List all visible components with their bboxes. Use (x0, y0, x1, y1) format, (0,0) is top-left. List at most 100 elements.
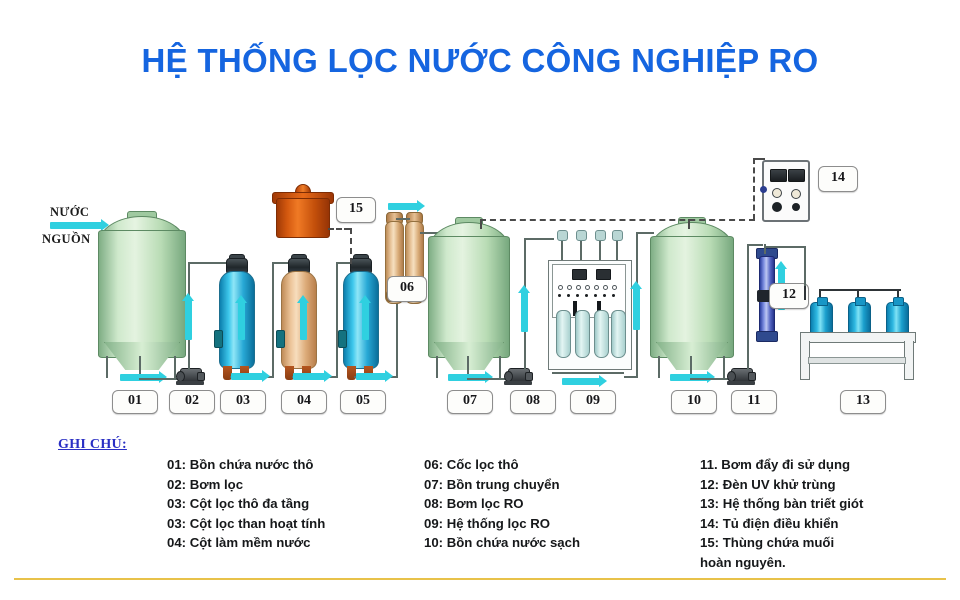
brine-line-horizontal (328, 228, 350, 230)
pipe-col03-to-col04 (272, 262, 298, 265)
page-title: HỆ THỐNG LỌC NƯỚC CÔNG NGHIỆP RO (141, 42, 819, 79)
tank-01-body (98, 230, 186, 358)
column-03-foot-left (223, 366, 232, 380)
ro-indicator-6 (603, 285, 609, 291)
pipe-to-manifold (804, 246, 807, 288)
ro-switch-right[interactable] (597, 301, 601, 316)
ro-indicator-1 (558, 285, 564, 291)
manifold-drop-1 (819, 289, 822, 301)
ro-indicator-4 (585, 285, 591, 291)
ro-membrane-vessel-4 (611, 310, 626, 358)
ro-riser-cap-1 (557, 230, 568, 241)
column-04-foot-left (285, 366, 294, 380)
ro-button-6[interactable] (603, 294, 607, 298)
pipe-cart06-to-tank07 (420, 232, 448, 235)
bottom-divider (14, 578, 946, 581)
pipe-col03-to-col04-riser (272, 262, 275, 378)
column-05-foot-left (347, 366, 356, 380)
tank-10-leg-mid (690, 356, 693, 378)
pipe-tank10-to-pump11 (690, 378, 738, 381)
pipe-col05-to-cart06-riser (396, 288, 399, 378)
ro-indicator-2 (567, 285, 573, 291)
callout-12: 12 (769, 283, 809, 309)
legend-column-2: 06: Cốc lọc thô 07: Bồn trung chuyển 08:… (424, 455, 580, 553)
column-05-flow-arrow (359, 295, 371, 340)
tank-10-leg-left (658, 356, 661, 378)
pipe-col04-to-col05-riser (336, 262, 339, 378)
inlet-flow-arrow (50, 219, 109, 231)
column-03-outlet-arrow (231, 370, 270, 382)
pipe-pump11-to-uv12 (747, 244, 763, 247)
ro-bottom-rail (552, 372, 624, 375)
cabinet-knob-2[interactable] (791, 189, 801, 199)
tank-01-outlet-arrow (120, 371, 167, 383)
callout-01: 01 (112, 390, 158, 414)
pump-11-base (727, 381, 755, 385)
filling-bottle-1 (810, 297, 833, 336)
callout-03: 03 (220, 390, 266, 414)
pump-08-base (504, 381, 532, 385)
ro-button-7[interactable] (612, 294, 616, 298)
cabinet-port (760, 186, 767, 193)
ro-indicator-5 (594, 285, 600, 291)
tank-01-leg-left (106, 356, 109, 378)
callout-02: 02 (169, 390, 215, 414)
cabinet-button-1[interactable] (772, 202, 782, 212)
column-05-outlet-arrow (356, 370, 393, 382)
bottle-1-neck (817, 297, 828, 306)
ro-button-5[interactable] (594, 294, 598, 298)
clean-water-tank-10 (650, 217, 734, 358)
manifold-stem (804, 286, 807, 300)
signal-line-main-bus (480, 219, 755, 221)
callout-04: 04 (281, 390, 327, 414)
ro-riser-4 (616, 234, 618, 260)
pipe-cart06-top-link (396, 218, 410, 221)
tank-10-body (650, 236, 734, 358)
legend-item: 06: Cốc lọc thô (424, 457, 519, 472)
ro-button-2[interactable] (567, 294, 571, 298)
column-03-vessel (219, 271, 255, 369)
cabinet-button-2[interactable] (792, 203, 800, 211)
callout-09: 09 (570, 390, 616, 414)
bottle-2-neck (855, 297, 866, 306)
legend-item: 02: Bơm lọc (167, 476, 244, 492)
uv-sterilizer-12 (756, 248, 778, 342)
callout-13: 13 (840, 390, 886, 414)
tank-01-cone (104, 342, 180, 370)
pipe-uv-inlet (764, 244, 767, 254)
ro-membrane-system-09 (548, 230, 632, 370)
intermediate-tank-07 (428, 217, 510, 358)
legend-item: 11. Bơm đẩy đi sử dụng (700, 457, 851, 472)
callout-06: 06 (387, 276, 427, 302)
manifold-header (819, 289, 901, 292)
ro-membrane-vessel-3 (594, 310, 609, 358)
ro-switch-left[interactable] (573, 301, 577, 316)
manifold-drop-2 (857, 289, 860, 301)
ro-riser-cap-3 (595, 230, 606, 241)
activated-carbon-column-04 (276, 254, 317, 380)
multimedia-filter-column-03 (214, 254, 255, 380)
legend-item: 08: Bơm lọc RO (424, 496, 524, 512)
legend-column-3: 11. Bơm đẩy đi sử dụng 12: Đèn UV khử tr… (700, 455, 863, 573)
cabinet-display-right (788, 169, 805, 182)
tank-07-leg-left (436, 356, 439, 378)
column-05-vessel (343, 271, 379, 369)
column-03-side-port (214, 330, 223, 348)
signal-line-cabinet-down (753, 158, 755, 220)
cabinet-knob-1[interactable] (772, 188, 782, 198)
ro-button-1[interactable] (558, 294, 562, 298)
ro-button-3[interactable] (576, 294, 580, 298)
ro-control-panel (552, 264, 626, 318)
tank-07-body (428, 236, 510, 358)
ro-membrane-vessel-2 (575, 310, 590, 358)
ro-to-tank10-flow-arrow (630, 281, 642, 330)
ro-gauge-left (572, 269, 587, 280)
column-04-outlet-arrow (293, 370, 332, 382)
electrical-control-cabinet-14 (760, 160, 810, 222)
pipe-uv-to-table13 (764, 246, 806, 249)
cabinet-display-left (770, 169, 787, 182)
legend-item: 03: Cột lọc than hoạt tính (167, 515, 326, 531)
cartridge-06-flow-arrow (388, 200, 425, 212)
ro-button-4[interactable] (585, 294, 589, 298)
